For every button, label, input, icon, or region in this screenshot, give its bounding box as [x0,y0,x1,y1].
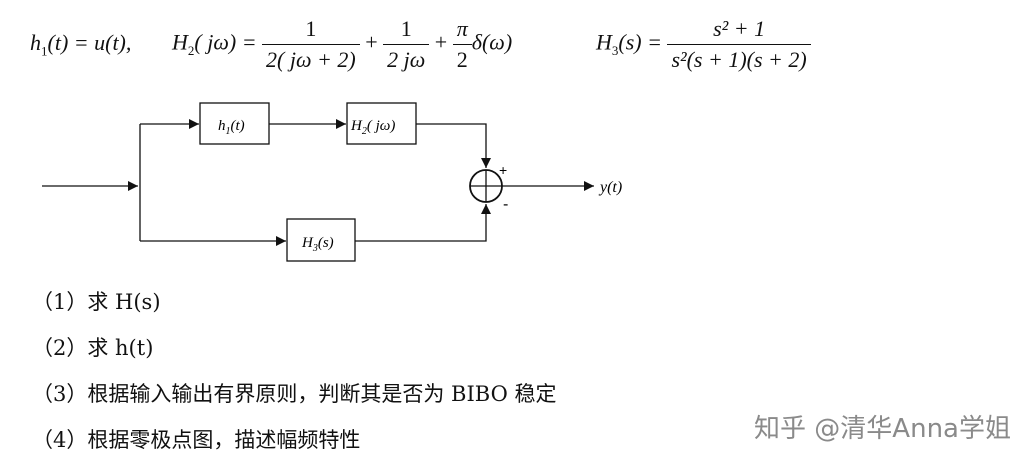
equation-h3: H3(s) = s² + 1 s²(s + 1)(s + 2) [596,14,811,75]
h2-symbol: H [172,29,188,55]
arrow-h3-to-sum [355,204,491,242]
h3-num: s² + 1 [667,14,811,45]
watermark: 知乎 @清华Anna学姐 [754,414,1011,444]
equation-h1: h1(t) = u(t), [30,30,131,59]
h2-delta: δ(ω) [471,29,513,55]
h3-arg: (s) = [618,29,662,55]
block-h3-box [286,218,356,262]
h2-term3: π 2 [452,14,472,75]
h1-arg: (t) [47,30,69,55]
h3-subscript: 3 [611,42,619,58]
h2-term3-num: π [452,14,472,45]
h2-arg: ( jω) = [194,29,257,55]
h3-fraction: s² + 1 s²(s + 1)(s + 2) [667,14,811,75]
h2-plus2: + [434,29,448,55]
h2-term1-den: 2( jω + 2) [266,47,356,72]
h2-term2: 1 2 jω [383,14,430,75]
arrow-h2-to-sum [416,123,491,168]
h1-symbol: h [30,30,41,55]
question-3: （3）根据输入输出有界原则，判断其是否为 BIBO 稳定 [32,382,557,406]
question-4: （4）根据零极点图，描述幅频特性 [32,428,361,452]
equation-h2: H2( jω) = 1 2( jω + 2) + 1 2 jω + π 2 δ(… [172,14,512,75]
sum-minus-sign: - [503,196,508,213]
h1-rhs: = u(t), [68,30,132,55]
h3-den: s²(s + 1)(s + 2) [671,47,807,72]
sum-plus-sign: + [499,162,507,178]
h2-term1-num: 1 [262,14,360,45]
h2-term1: 1 2( jω + 2) [262,14,360,75]
h2-term3-den: 2 [456,47,468,72]
block-h2-label: H2( jω) [350,118,395,137]
question-1: （1）求 H(s) [32,290,161,314]
block-diagram: h1(t) H2( jω) H3(s) + - y(t) [42,102,622,262]
output-label: y(t) [598,179,622,196]
block-h1-label: h1(t) [218,118,245,137]
h2-subscript: 2 [187,42,195,58]
block-h3-label: H3(s) [301,235,334,254]
h2-plus1: + [365,29,378,55]
h3-symbol: H [596,29,612,55]
h2-term2-num: 1 [383,14,430,45]
question-2: （2）求 h(t) [32,336,154,360]
h1-subscript: 1 [41,43,48,59]
h2-term2-den: 2 jω [387,47,426,72]
